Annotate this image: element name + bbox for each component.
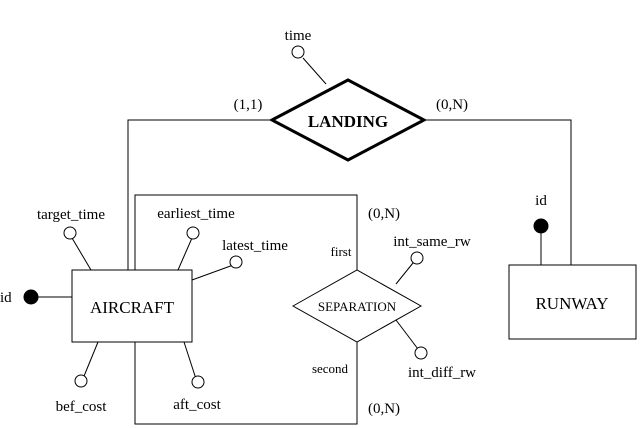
bef-cost-label: bef_cost — [56, 399, 108, 415]
aircraft-id-label: id — [0, 290, 12, 306]
landing-aircraft-link — [127, 119, 272, 270]
separation-relationship: SEPARATION — [291, 269, 423, 343]
first-role-label: first — [331, 244, 352, 259]
int-diff-rw-circle — [414, 346, 428, 360]
separation-second-cardinality: (0,N) — [368, 401, 400, 417]
latest-time-label: latest_time — [222, 238, 288, 254]
separation-first-link — [134, 194, 358, 270]
bef-cost-circle — [74, 374, 88, 388]
latest-time-circle — [229, 255, 243, 269]
landing-runway-cardinality: (0,N) — [436, 97, 468, 113]
cardinality-labels: (1,1) (0,N) (0,N) (0,N) first second — [234, 97, 468, 417]
earliest-time-stem — [177, 237, 193, 271]
landing-relationship: LANDING — [268, 78, 428, 162]
earliest-time-circle — [186, 226, 200, 240]
attribute-markers — [23, 45, 549, 389]
time-label: time — [285, 28, 312, 44]
latest-time-stem — [191, 263, 237, 281]
aft-cost-label: aft_cost — [173, 397, 221, 413]
runway-id-label: id — [535, 193, 547, 209]
target-time-label: target_time — [37, 207, 105, 223]
bef-cost-stem — [81, 341, 99, 382]
target-time-circle — [63, 226, 77, 240]
aft-cost-stem — [183, 341, 198, 383]
runway-id-key-dot — [533, 218, 549, 234]
time-attribute-stem — [302, 57, 327, 85]
aircraft-label: AIRCRAFT — [90, 298, 175, 317]
aircraft-id-key-dot — [23, 289, 39, 305]
separation-label: SEPARATION — [318, 299, 397, 314]
runway-entity: RUNWAY — [508, 264, 637, 340]
separation-second-link — [134, 342, 358, 425]
int-same-rw-circle — [410, 251, 424, 265]
landing-aircraft-cardinality: (1,1) — [234, 97, 263, 113]
target-time-stem — [71, 237, 92, 271]
attribute-labels: time id target_time earliest_time latest… — [0, 28, 547, 415]
aft-cost-circle — [191, 375, 205, 389]
separation-diamond — [291, 269, 423, 343]
int-diff-rw-stem — [395, 319, 422, 354]
landing-label: LANDING — [308, 112, 388, 131]
aircraft-entity: AIRCRAFT — [71, 269, 193, 343]
int-same-rw-label: int_same_rw — [393, 234, 471, 250]
time-attribute-circle — [291, 45, 305, 59]
landing-runway-link — [424, 119, 572, 265]
runway-label: RUNWAY — [535, 294, 608, 313]
second-role-label: second — [312, 361, 349, 376]
int-diff-rw-label: int_diff_rw — [408, 365, 476, 381]
landing-diamond — [268, 78, 428, 162]
aircraft-box — [71, 269, 193, 343]
runway-box — [508, 264, 637, 340]
earliest-time-label: earliest_time — [157, 206, 235, 222]
separation-first-cardinality: (0,N) — [368, 206, 400, 222]
